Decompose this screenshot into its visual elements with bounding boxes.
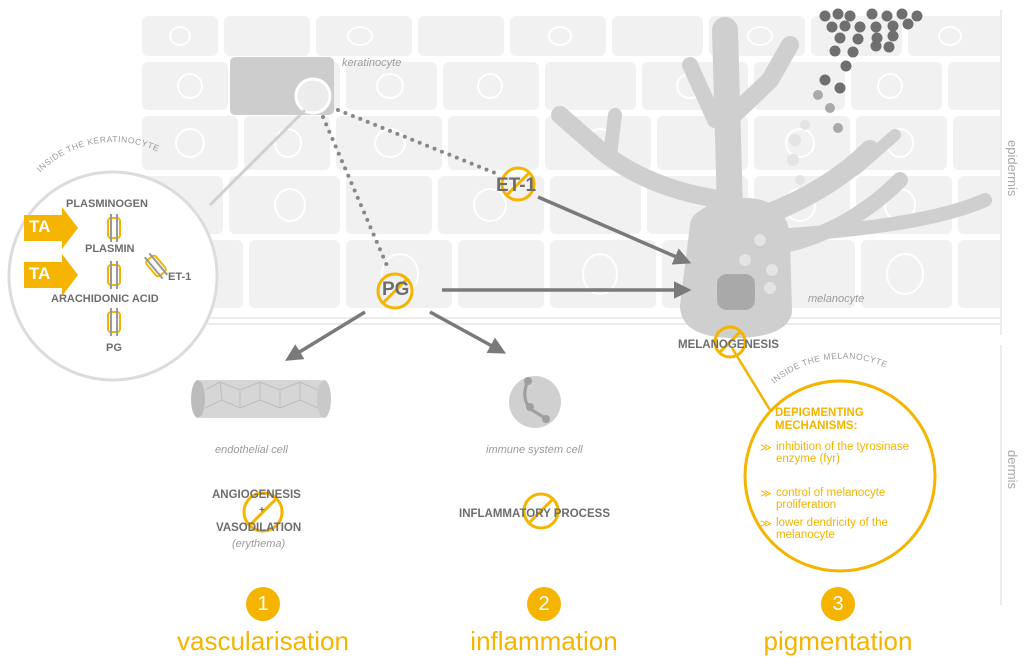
inhibition-symbols bbox=[242, 166, 747, 533]
arrow-pg-to-immune bbox=[429, 310, 507, 354]
melanogenesis-inhibition-icon bbox=[713, 325, 747, 359]
bullet-2: ≫ bbox=[760, 488, 772, 500]
depigmenting-heading: DEPIGMENTING MECHANISMS: bbox=[775, 407, 864, 432]
endothelial-vessel bbox=[191, 380, 331, 418]
mechanism-item-2: control of melanocyte proliferation bbox=[776, 487, 886, 511]
mechanism-item-3: lower dendricity of the melanocyte bbox=[776, 517, 888, 541]
melanin-granules-dark bbox=[819, 8, 923, 94]
category-2-number: 2 bbox=[527, 587, 561, 621]
pg-inhibition-icon bbox=[376, 272, 414, 310]
category-3-number: 3 bbox=[821, 587, 855, 621]
category-1-name: vascularisation bbox=[177, 626, 349, 656]
ta-label-top: TA bbox=[29, 217, 51, 236]
melanin-granules-mid bbox=[813, 90, 843, 133]
keratinocyte-cell bbox=[230, 57, 334, 115]
ta-arrow-top bbox=[24, 207, 78, 249]
melanocyte-nucleus bbox=[717, 274, 755, 310]
mechanism-item-1: inhibition of the tyrosinase enzyme (fyr… bbox=[776, 441, 909, 465]
vasodilation-label: VASODILATION bbox=[216, 522, 302, 534]
dotted-path-to-pg bbox=[321, 115, 390, 270]
category-2-name: inflammation bbox=[470, 626, 618, 656]
pg-label: PG bbox=[382, 279, 410, 300]
inflammatory-process-label: INFLAMMATORY PROCESS bbox=[459, 508, 610, 520]
melanogenesis-label: MELANOGENESIS bbox=[678, 339, 779, 351]
erythema-label: (erythema) bbox=[232, 538, 286, 550]
category-1-number: 1 bbox=[246, 587, 280, 621]
angiogenesis-inhibition-icon bbox=[242, 491, 284, 533]
melanocyte-cell bbox=[551, 17, 992, 338]
inflammatory-inhibition-icon bbox=[522, 492, 560, 530]
keratinocyte-label: keratinocyte bbox=[342, 57, 402, 69]
enzyme-block-icons bbox=[107, 214, 169, 336]
epidermis-label: epidermis bbox=[1005, 140, 1020, 197]
angiogenesis-label: ANGIOGENESIS bbox=[212, 489, 301, 501]
melanocyte-granules-light bbox=[739, 120, 810, 294]
category-3-name: pigmentation bbox=[763, 626, 913, 656]
keratinocyte-zoom-line bbox=[208, 108, 307, 207]
immune-cell-label: immune system cell bbox=[486, 444, 583, 456]
dotted-path-to-et1 bbox=[336, 108, 502, 177]
plus-sign: + bbox=[259, 505, 265, 516]
melanocyte-label: melanocyte bbox=[808, 293, 865, 305]
plasmin-label: PLASMIN bbox=[85, 243, 135, 255]
immune-cell bbox=[509, 376, 561, 428]
arrow-et1-to-melanocyte bbox=[537, 195, 692, 265]
arachidonic-acid-label: ARACHIDONIC ACID bbox=[51, 293, 159, 305]
ta-label-bottom: TA bbox=[29, 264, 51, 283]
bullet-1: ≫ bbox=[760, 442, 772, 454]
plasminogen-label: PLASMINOGEN bbox=[66, 198, 148, 210]
dermis-label: dermis bbox=[1005, 450, 1020, 490]
et1-inhibition-icon bbox=[500, 166, 536, 202]
melanocyte-zoom-line bbox=[730, 347, 772, 411]
ta-arrow-bottom bbox=[24, 254, 78, 296]
arrow-pg-to-endothelial bbox=[285, 310, 366, 361]
inset-et1-label: ET-1 bbox=[168, 271, 192, 283]
bullet-3: ≫ bbox=[760, 518, 772, 530]
et1-label: ET-1 bbox=[496, 175, 537, 196]
endothelial-cell-label: endothelial cell bbox=[215, 444, 288, 456]
melanocyte-inset-circle bbox=[743, 379, 937, 573]
inset-pg-label: PG bbox=[106, 342, 122, 354]
